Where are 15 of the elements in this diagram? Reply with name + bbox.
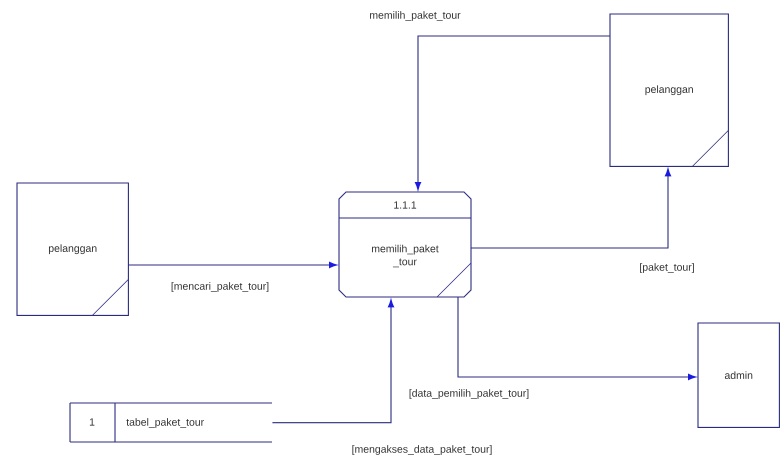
edge-label: memilih_paket_tour [368,10,462,22]
arrow [128,262,338,268]
edge-label: [mengakses_data_paket_tour] [350,444,494,456]
arrow [457,297,696,380]
edge-label: [data_pemilih_paket_tour] [407,388,531,400]
edge-label: [paket_tour] [638,262,696,274]
external-entity-box: pelanggan [609,13,729,167]
edge-label: [mencari_paket_tour] [169,280,271,294]
arrow [471,168,672,249]
external-entity-box: pelanggan [16,182,129,316]
external-entity-box: admin [697,322,780,428]
arrow [272,299,394,424]
process-box: 1.1.1 memilih_paket _tour [338,191,472,298]
data-store: 1 tabel_paket_tour [69,402,272,443]
arrow [414,35,610,190]
